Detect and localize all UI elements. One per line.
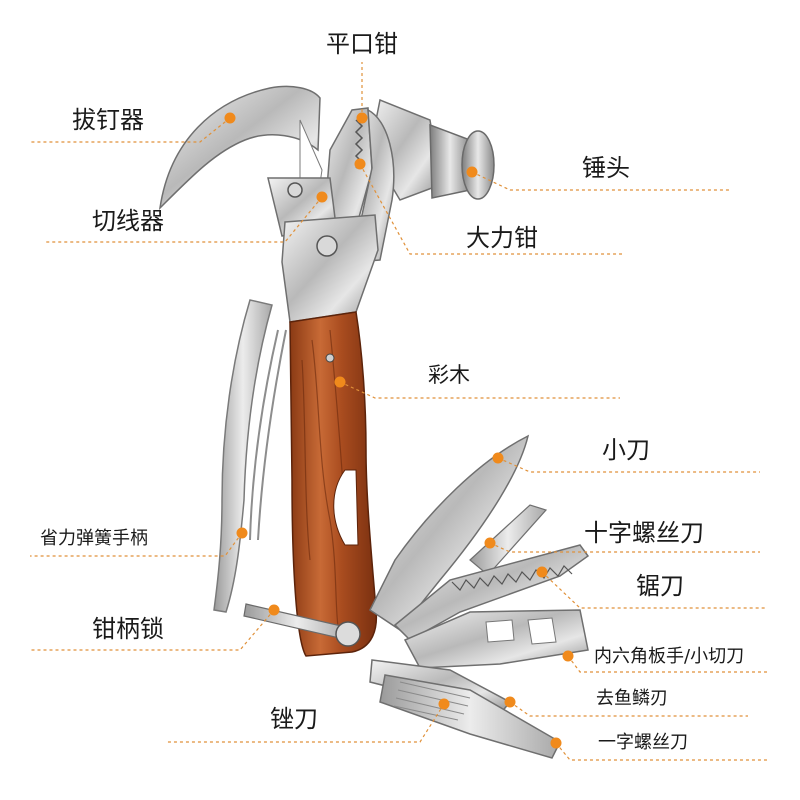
dot-qianbingsuo [268,604,280,616]
leader-xiaodao [497,457,760,473]
label-shizi: 十字螺丝刀 [584,519,704,547]
dot-dalIqian [354,158,366,170]
label-shengli: 省力弹簧手柄 [40,528,148,549]
label-neiliujiao: 内六角板手/小切刀 [594,646,745,667]
leader-lines [30,62,770,761]
dot-judao [536,566,548,578]
label-xiaodao: 小刀 [602,436,650,464]
callout-dots [224,112,574,749]
dot-badingqi [224,112,236,124]
label-cuodao: 锉刀 [270,705,318,733]
leader-yizi [555,742,770,761]
pivot-rivet-lower [316,235,338,257]
label-judao: 锯刀 [636,572,684,600]
pivot-rivet-upper [287,182,303,198]
leader-qiexianqi [45,196,323,243]
nail-puller-claw-shape [158,85,321,211]
spring-wire [249,329,287,541]
phillips-driver-shape [469,504,548,576]
dot-pingkouqian [356,112,368,124]
dot-qiexianqi [316,191,328,203]
label-caimu: 彩木 [428,363,470,387]
label-badingqi: 拔钉器 [72,106,144,134]
dot-neiliujiao [562,650,574,662]
handle-rivet [325,353,335,363]
leader-judao [541,571,765,609]
dot-yizi [550,737,562,749]
label-dalIqian: 大力钳 [466,224,538,252]
leader-shengli [30,532,243,557]
dot-cuodao [438,698,450,710]
multitool-illustration [158,85,590,759]
label-quyulin: 去鱼鳞刃 [596,688,668,709]
label-pingkouqian: 平口钳 [326,30,398,58]
label-qianbingsuo: 钳柄锁 [92,615,164,643]
dot-xiaodao [492,452,504,464]
file-texture [393,681,471,721]
leader-neiliujiao [567,655,770,673]
pivot-plate-lower [281,214,379,323]
handle-cutout [333,469,359,546]
label-yizi: 一字螺丝刀 [598,732,688,753]
leader-qianbingsuo [30,609,275,651]
label-chuitou: 锤头 [582,154,630,182]
dot-shengli [236,527,248,539]
saw-teeth [451,565,573,591]
dot-caimu [334,376,346,388]
dot-chuitou [466,166,478,178]
dot-quyulin [504,696,516,708]
leader-badingqi [30,117,231,143]
leader-shizi [489,542,760,553]
leader-dalIqian [359,163,622,255]
leader-chuitou [471,171,730,191]
leader-quyulin [509,701,748,717]
knife-blade-shape [369,434,530,632]
plier-lock-rivet [335,621,361,647]
label-qiexianqi: 切线器 [92,207,164,235]
leader-caimu [339,381,620,399]
hammer-face [461,130,495,200]
hex-holes [485,617,557,645]
leader-cuodao [165,703,445,743]
dot-shizi [484,537,496,549]
spring-handle-shape [213,299,273,613]
